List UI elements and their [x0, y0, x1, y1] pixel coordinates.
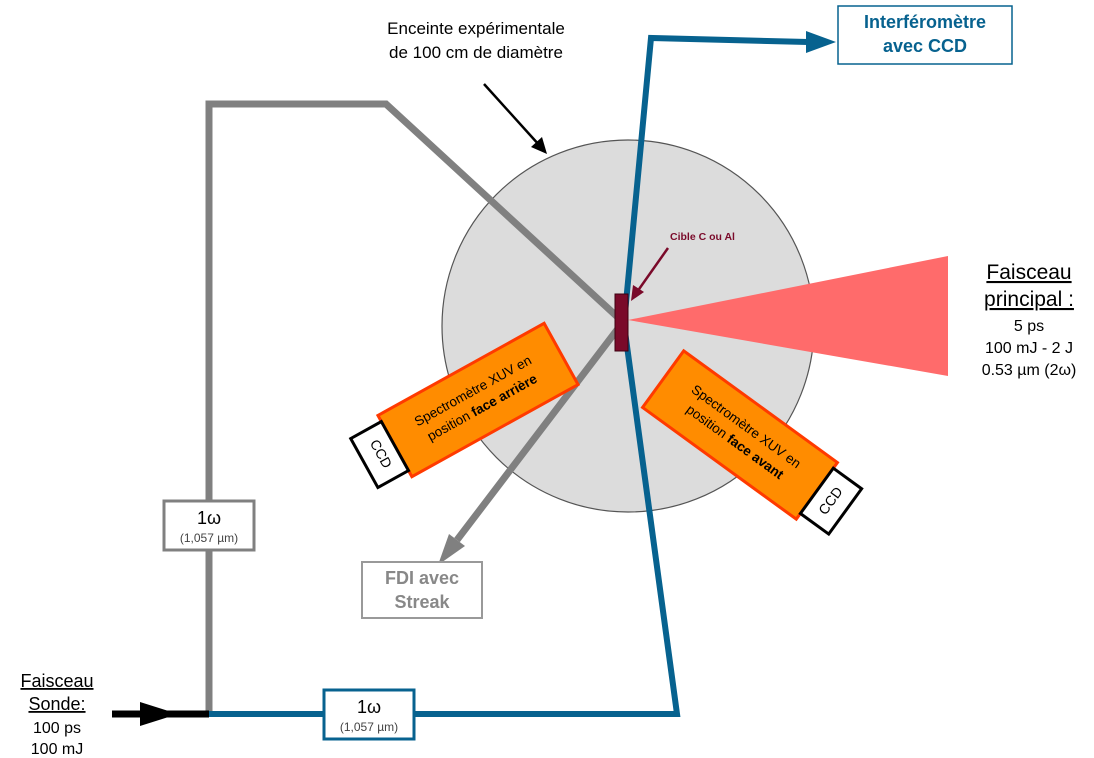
interferometer-box: Interféromètre avec CCD [837, 5, 1013, 65]
probe-beam-energy: 100 mJ [31, 741, 83, 758]
probe-beam-title-line2: Sonde: [28, 694, 85, 714]
main-beam-duration: 5 ps [1014, 318, 1044, 335]
ccd-front-box [798, 466, 864, 537]
probe-beam-title-line1: Faisceau [20, 671, 93, 691]
omega-gray-wavelength: (1,057 µm) [180, 531, 238, 545]
spectrometer-rear: Spectromètre XUV en position face arrièr… [348, 321, 581, 490]
blue-beam-arrowhead [806, 31, 836, 53]
main-beam-cone [628, 256, 948, 376]
omega-blue-wavelength: (1,057 µm) [340, 720, 398, 734]
probe-input-arrowhead [140, 702, 178, 726]
omega-box-gray: 1ω (1,057 µm) [162, 499, 256, 552]
target-label: Cible C ou Al [670, 231, 735, 243]
gray-probe-beam-path [205, 100, 628, 714]
target-pointer [635, 247, 670, 293]
ccd-rear-box [348, 419, 411, 490]
chamber-pointer-arrowhead [531, 137, 547, 154]
chamber-pointer [483, 83, 541, 147]
chamber-label-line1: Enceinte expérimentale [387, 19, 565, 38]
fdi-line1: FDI avec [385, 568, 459, 588]
fdi-streak-box: FDI avec Streak [361, 561, 483, 619]
omega-gray-symbol: 1ω [197, 508, 221, 528]
omega-blue-symbol: 1ω [357, 697, 381, 717]
probe-beam-duration: 100 ps [33, 720, 81, 737]
chamber-label-line2: de 100 cm de diamètre [389, 43, 563, 62]
main-beam-title-line1: Faisceau [986, 261, 1071, 284]
main-beam-wavelength: 0.53 µm (2ω) [982, 362, 1077, 379]
omega-box-blue: 1ω (1,057 µm) [322, 688, 416, 741]
gray-beam-arrowhead [438, 534, 465, 565]
main-beam-title-line2: principal : [984, 288, 1074, 311]
fdi-line2: Streak [394, 592, 450, 612]
target [614, 293, 629, 352]
interferometer-line1: Interféromètre [864, 12, 986, 32]
interferometer-line2: avec CCD [883, 36, 967, 56]
target-pointer-arrowhead [631, 285, 644, 301]
main-beam-energy: 100 mJ - 2 J [985, 340, 1073, 357]
